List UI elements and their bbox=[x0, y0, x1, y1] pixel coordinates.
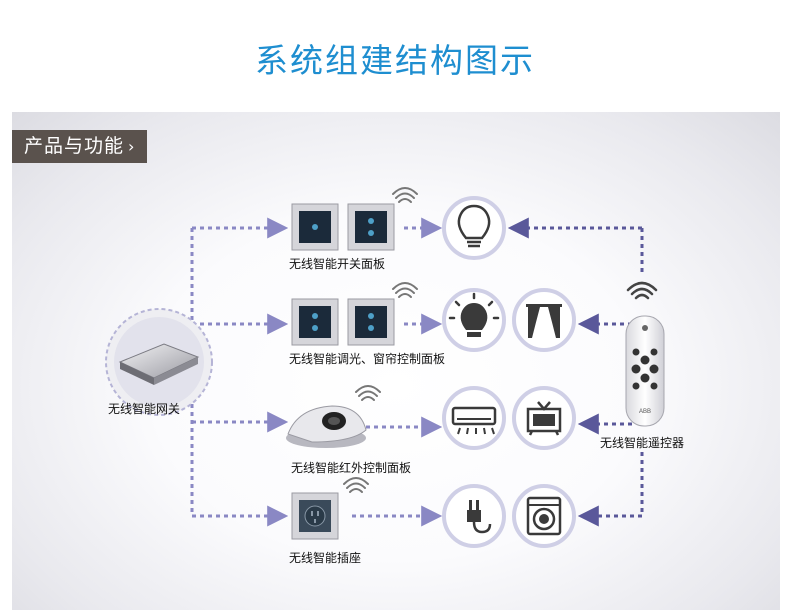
section-tag-label: 产品与功能 bbox=[24, 135, 125, 157]
bulb-icon-ring bbox=[442, 196, 506, 260]
chevron-right-icon: › bbox=[128, 137, 136, 156]
bulb-icon bbox=[457, 204, 491, 248]
glowing-bulb-icon bbox=[448, 292, 500, 337]
ir-control-panel-device[interactable] bbox=[286, 405, 367, 448]
air-conditioner-icon bbox=[451, 406, 497, 435]
diagram-canvas: ABB bbox=[105, 187, 665, 548]
remote-label: 无线智能遥控器 bbox=[600, 436, 685, 450]
curtain-icon-ring bbox=[512, 288, 576, 352]
wifi-signal-icon bbox=[355, 385, 381, 401]
washing-machine-icon bbox=[526, 496, 562, 536]
remote-brand-logo: ABB bbox=[639, 409, 651, 415]
remote-control-device[interactable] bbox=[625, 315, 665, 427]
switch-panel-label: 无线智能开关面板 bbox=[289, 257, 386, 271]
plug-icon bbox=[467, 500, 492, 534]
gateway-label: 无线智能网关 bbox=[108, 402, 181, 416]
wifi-signal-icon bbox=[392, 187, 418, 203]
wifi-signal-icon bbox=[392, 282, 418, 298]
socket-label: 无线智能插座 bbox=[289, 551, 362, 565]
device-connectors bbox=[352, 217, 443, 527]
ir-panel-label: 无线智能红外控制面板 bbox=[291, 461, 412, 475]
gateway-device[interactable] bbox=[105, 308, 213, 416]
dimmer-curtain-panel-label: 无线智能调光、窗帘控制面板 bbox=[289, 352, 446, 366]
socket-device[interactable] bbox=[291, 492, 339, 540]
wifi-signal-icon bbox=[626, 281, 658, 300]
switch-panel-device[interactable] bbox=[291, 203, 395, 251]
curtain-icon bbox=[526, 304, 562, 338]
tv-icon bbox=[526, 401, 562, 436]
section-tag[interactable]: 产品与功能› bbox=[12, 130, 148, 163]
page-title: 系统组建结构图示 bbox=[255, 41, 535, 80]
wifi-signal-icon bbox=[343, 477, 369, 493]
remote-connectors bbox=[507, 217, 644, 527]
dimmer-curtain-panel-device[interactable] bbox=[291, 298, 395, 346]
system-diagram-panel: 产品与功能› bbox=[12, 112, 780, 610]
